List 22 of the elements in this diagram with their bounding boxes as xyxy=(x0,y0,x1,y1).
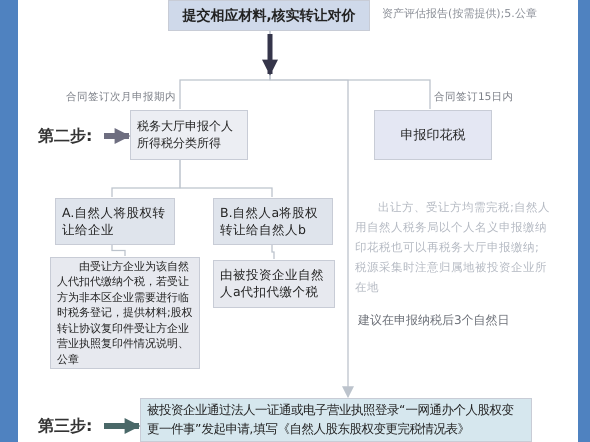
note-text: 资产评估报告(按需提供);5.公章 xyxy=(382,6,537,21)
note-box: 由受让方企业为该自然人代扣代缴纳个税，若受让方为非本区企业需要进行临时税务登记，提供材料;股权转让协议复印件受让方企业营业执照复印件情况说明、公章 xyxy=(50,257,200,369)
timing-label: 合同签订15日内 xyxy=(434,90,514,104)
process-box: 提交相应材料,核实转让对价 xyxy=(168,0,370,31)
connector-line xyxy=(111,245,126,256)
process-box: 税务大厅申报个人所得税分类所得 xyxy=(130,110,248,160)
arrow xyxy=(104,418,141,434)
option-box: A.自然人将股权转让给企业 xyxy=(55,198,175,245)
connector-line xyxy=(179,160,273,197)
process-box: 由被投资企业自然人a代扣代缴个税 xyxy=(213,260,335,308)
timing-label: 合同签订次月申报期内 xyxy=(66,90,176,104)
note-text: 出让方、受让方均需完税;自然人用自然人税务局以个人名义申报缴纳印花税也可以再税务大厅申报缴纳;税源采集时注意归属地被投资企业所在地 xyxy=(355,199,550,296)
option-box: B.自然人a将股权转让给自然人b xyxy=(213,198,333,245)
arrow xyxy=(262,34,278,76)
process-box: 被投资企业通过法人一证通或电子营业执照登录“一网通办个人股权变更一件事”发起申请,填写《自然人股东股权变更完税情况表》 xyxy=(140,398,532,442)
arrow xyxy=(269,31,354,398)
step-label: 第三步: xyxy=(38,414,104,438)
process-box: 申报印花税 xyxy=(374,110,492,160)
arrow xyxy=(104,128,131,144)
step-label: 第二步: xyxy=(38,124,104,148)
connector-line xyxy=(271,245,275,259)
note-text: 建议在申报纳税后3个自然日 xyxy=(358,312,510,329)
